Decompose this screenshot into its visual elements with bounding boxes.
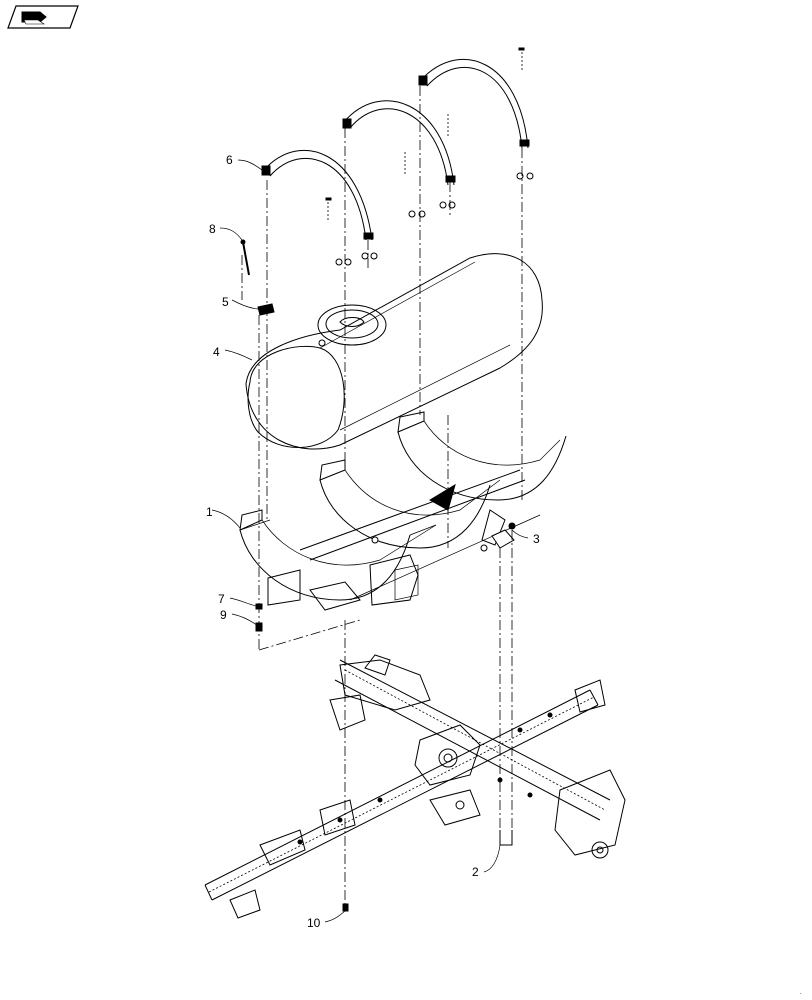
callout-7: 7 bbox=[218, 592, 225, 606]
callout-6: 6 bbox=[226, 153, 233, 167]
assembly-lines bbox=[241, 86, 523, 910]
callout-9: 9 bbox=[220, 608, 227, 622]
callout-5: 5 bbox=[222, 295, 229, 309]
callout-10: 10 bbox=[307, 916, 321, 930]
callout-4: 4 bbox=[213, 345, 220, 359]
book-arrow-icon[interactable] bbox=[7, 5, 79, 29]
callout-2: 2 bbox=[472, 865, 479, 879]
u-bolt-part bbox=[499, 830, 513, 846]
tank-saddle-frame bbox=[239, 411, 567, 611]
bottom-bolt-part bbox=[342, 903, 349, 912]
callout-leaders bbox=[211, 159, 529, 923]
tank bbox=[245, 253, 543, 450]
callout-3: 3 bbox=[533, 532, 540, 546]
bracket-part bbox=[480, 522, 516, 552]
tank-strap-front bbox=[261, 149, 374, 241]
tank-strap-middle bbox=[342, 100, 456, 186]
callout-8: 8 bbox=[209, 222, 216, 236]
corner-mark: . bbox=[800, 990, 802, 996]
tank-strap-rear bbox=[418, 58, 530, 149]
strap-hardware bbox=[325, 47, 534, 266]
clip-part bbox=[257, 303, 275, 316]
callout-1: 1 bbox=[206, 505, 213, 519]
machine-chassis bbox=[204, 654, 626, 919]
pin-part bbox=[240, 239, 250, 276]
